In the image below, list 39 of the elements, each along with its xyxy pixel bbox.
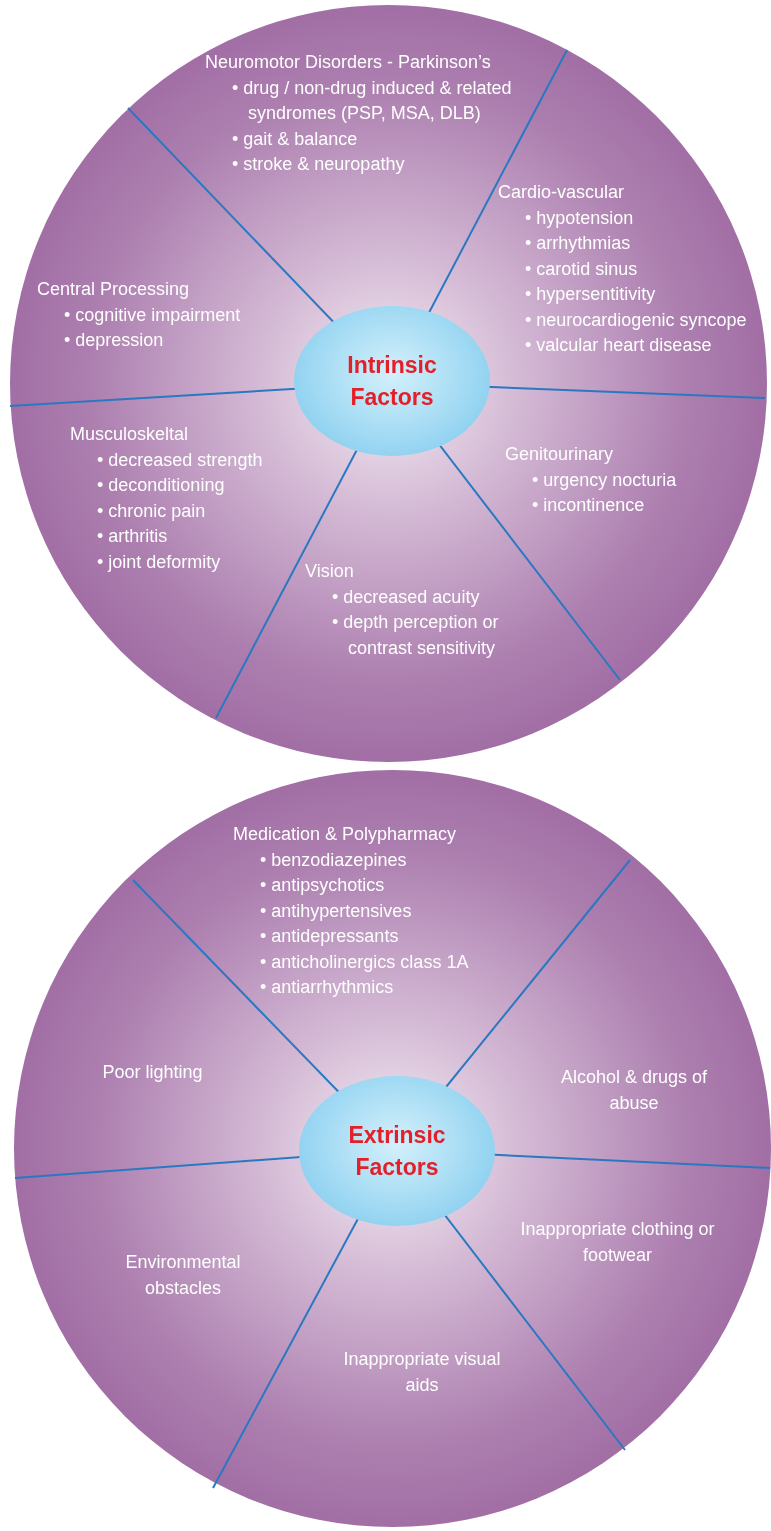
- bullet-item: • benzodiazepines: [260, 848, 408, 872]
- bullet-item: • deconditioning: [97, 474, 226, 497]
- sector-text: Inappropriate clothing or footwear: [519, 1218, 716, 1267]
- bullet-item: • anticholinergics class 1A: [260, 950, 470, 974]
- sector-heading: Neuromotor Disorders - Parkinson’s: [205, 51, 492, 74]
- bullet-item: • cognitive impairment: [64, 303, 242, 327]
- bullet-item: • drug / non-drug induced & related syndromes (PSP, MSA, DLB): [232, 76, 513, 125]
- sector-text: Poor lighting: [101, 1061, 204, 1084]
- sector-heading: Cardio-vascular: [498, 181, 626, 204]
- bullet-item: • decreased strength: [97, 448, 264, 472]
- sector-heading: Vision: [305, 560, 355, 583]
- sector-text: Alcohol & drugs of abuse: [559, 1066, 709, 1115]
- bullet-item: • hypotension: [525, 206, 635, 230]
- bullet-item: • carotid sinus: [525, 257, 639, 281]
- bullet-item: • antiarrhythmics: [260, 976, 395, 999]
- bullet-item: • antihypertensives: [260, 899, 413, 923]
- bullet-item: • depth perception or contrast sensitivity: [332, 611, 500, 660]
- bullet-item: • depression: [64, 329, 165, 352]
- sector-text: Environmental obstacles: [124, 1251, 242, 1300]
- center-title: Extrinsic Factors: [347, 1121, 447, 1182]
- bullet-item: • incontinence: [532, 494, 646, 517]
- center-title: Intrinsic Factors: [346, 351, 438, 412]
- sector-heading: Central Processing: [37, 278, 191, 301]
- bullet-item: • antipsychotics: [260, 874, 386, 897]
- bullet-item: • neurocardiogenic syncope: [525, 308, 748, 332]
- sector-heading: Medication & Polypharmacy: [233, 823, 458, 846]
- sector-text: Inappropriate visual aids: [342, 1348, 502, 1397]
- bullet-item: • valcular heart disease: [525, 334, 713, 357]
- bullet-item: • decreased acuity: [332, 585, 481, 609]
- bullet-item: • hypersentitivity: [525, 283, 657, 306]
- bullet-item: • urgency nocturia: [532, 468, 678, 492]
- bullet-item: • gait & balance: [232, 127, 359, 151]
- bullet-item: • arthritis: [97, 525, 169, 548]
- bullet-item: • chronic pain: [97, 499, 207, 523]
- sector-heading: Genitourinary: [505, 443, 615, 466]
- sector-heading: Musculoskeltal: [70, 423, 190, 446]
- bullet-item: • stroke & neuropathy: [232, 153, 406, 176]
- bullet-item: • arrhythmias: [525, 232, 632, 255]
- bullet-item: • antidepressants: [260, 925, 400, 948]
